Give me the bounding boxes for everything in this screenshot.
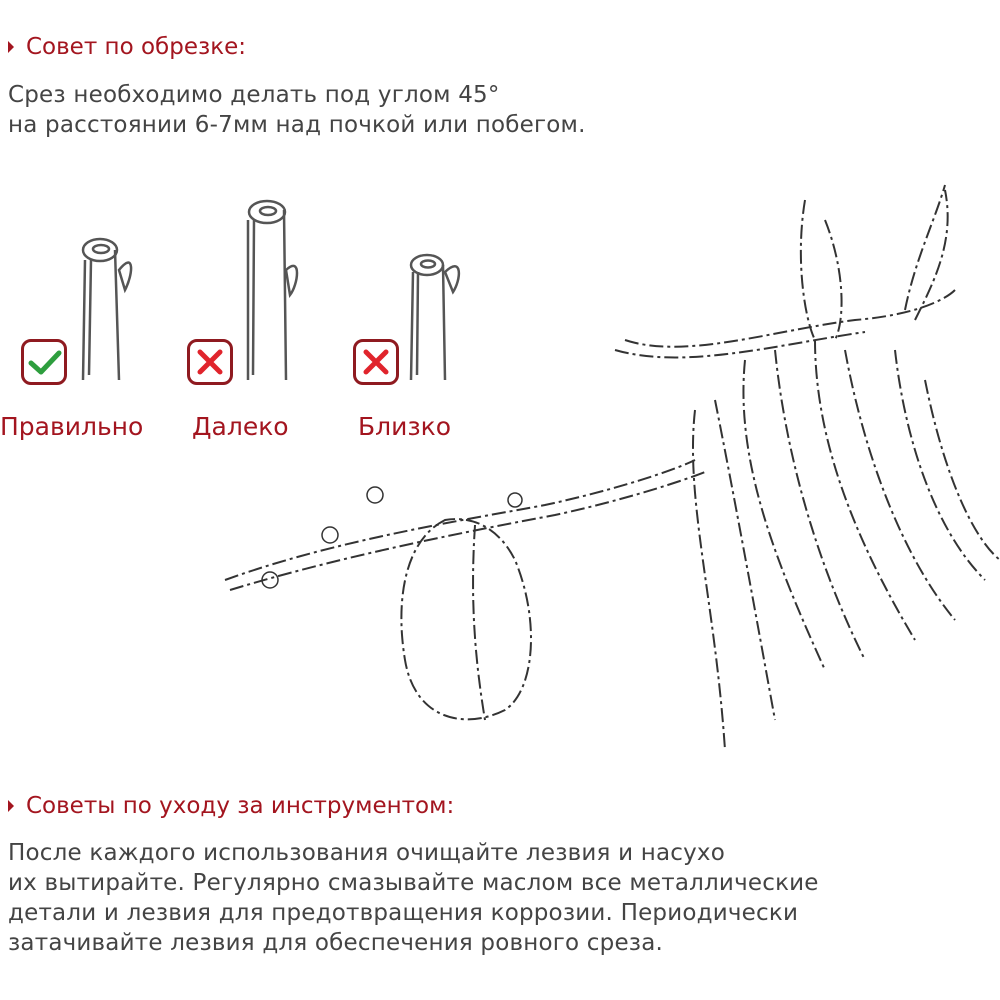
- text-line: После каждого использования очищайте лез…: [8, 840, 725, 866]
- check-icon: [28, 350, 62, 375]
- branch-cut-close-illustration: [409, 253, 461, 381]
- cross-icon: [363, 349, 389, 375]
- text-line: на расстоянии 6-7мм над почкой или побег…: [8, 112, 586, 138]
- label-correct: Правильно: [0, 412, 144, 441]
- care-tip-text: После каждого использования очищайте лез…: [8, 838, 819, 958]
- bullet-triangle-icon: [8, 800, 14, 812]
- text-line: детали и лезвия для предотвращения корро…: [8, 900, 799, 926]
- pruning-tip-heading: Совет по обрезке:: [8, 34, 246, 60]
- wrong-badge: [353, 339, 399, 385]
- kiwi-branch-illustration: [224, 184, 1000, 751]
- branch-cut-correct-illustration: [81, 237, 133, 381]
- correct-badge: [21, 339, 67, 385]
- branch-cut-far-illustration: [246, 199, 299, 381]
- heading-text: Совет по обрезке:: [26, 34, 246, 60]
- pruning-tip-text: Срез необходимо делать под углом 45° на …: [8, 80, 586, 140]
- label-far: Далеко: [192, 412, 289, 441]
- cross-icon: [197, 349, 223, 375]
- text-line: Срез необходимо делать под углом 45°: [8, 82, 500, 108]
- heading-text: Советы по уходу за инструментом:: [26, 793, 455, 819]
- text-line: затачивайте лезвия для обеспечения ровно…: [8, 930, 664, 956]
- wrong-badge: [187, 339, 233, 385]
- care-tip-heading: Советы по уходу за инструментом:: [8, 793, 454, 819]
- bullet-triangle-icon: [8, 41, 14, 53]
- label-close: Близко: [358, 412, 452, 441]
- text-line: их вытирайте. Регулярно смазывайте масло…: [8, 870, 819, 896]
